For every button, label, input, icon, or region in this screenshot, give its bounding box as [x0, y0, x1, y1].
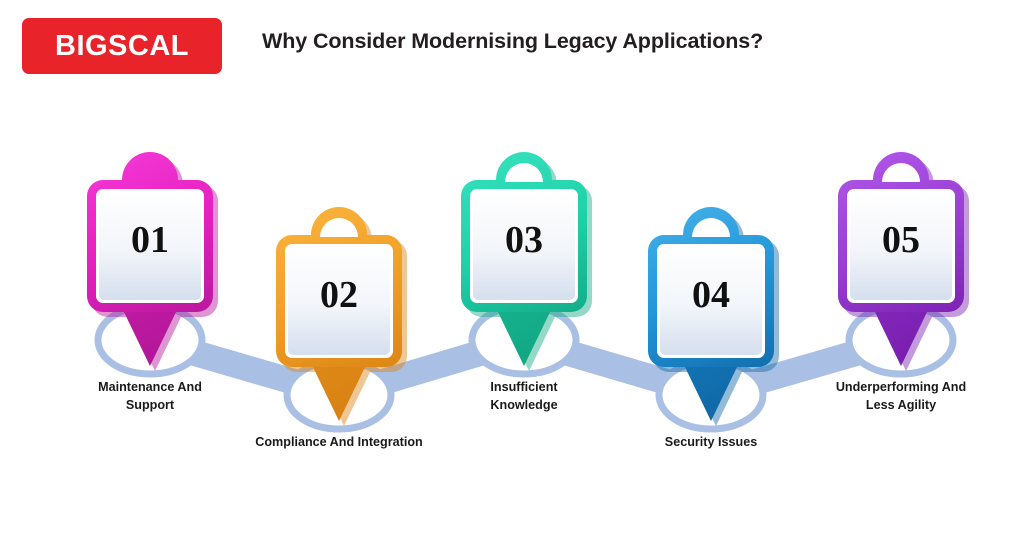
pin-number-02: 02: [320, 274, 358, 316]
caption-line-2: Knowledge: [490, 398, 558, 412]
pin-number-03: 03: [505, 219, 543, 261]
logo-text: BIGSCAL: [55, 29, 189, 62]
pin-arch-cutout: [505, 163, 543, 182]
pin-number-04: 04: [692, 274, 730, 316]
pin-marker-02[interactable]: 02: [264, 197, 414, 427]
pin-caption-02: Compliance And Integration: [209, 433, 469, 451]
pin-marker-03[interactable]: 03: [449, 142, 599, 372]
caption-line-1: Security Issues: [664, 435, 758, 449]
page-header: BIGSCAL Why Consider Modernising Legacy …: [0, 0, 1034, 112]
pin-caption-04: Security Issues: [581, 433, 841, 451]
pin-face: [660, 247, 762, 355]
caption-line-2: Support: [125, 398, 175, 412]
page-title: Why Consider Modernising Legacy Applicat…: [262, 29, 764, 53]
caption-line-1: Maintenance And: [98, 380, 202, 394]
pin-face: [473, 192, 575, 300]
pin-pointer: [685, 367, 737, 421]
pin-arch-cutout: [692, 218, 730, 237]
pin-pointer: [124, 312, 176, 366]
pin-marker-04[interactable]: 04: [636, 197, 786, 427]
pin-arch-cutout: [882, 163, 920, 182]
bigscal-logo: BIGSCAL: [22, 18, 222, 74]
caption-line-1: Underperforming And: [835, 380, 967, 394]
pin-number-05: 05: [882, 219, 920, 261]
pin-face: [99, 192, 201, 300]
pin-pointer: [875, 312, 927, 366]
caption-line-2: Less Agility: [865, 398, 937, 412]
caption-line-1: Insufficient: [490, 380, 558, 394]
pin-face: [850, 192, 952, 300]
pin-markers: 01 02 03 04 05: [0, 112, 1034, 534]
pin-face: [288, 247, 390, 355]
pin-number-01: 01: [131, 219, 169, 261]
caption-line-1: Compliance And Integration: [255, 435, 423, 449]
pin-marker-05[interactable]: 05: [826, 142, 976, 372]
pin-arch-cutout: [320, 218, 358, 237]
pin-pointer: [498, 312, 550, 366]
pin-pointer: [313, 367, 365, 421]
pin-marker-01[interactable]: 01: [75, 142, 225, 372]
